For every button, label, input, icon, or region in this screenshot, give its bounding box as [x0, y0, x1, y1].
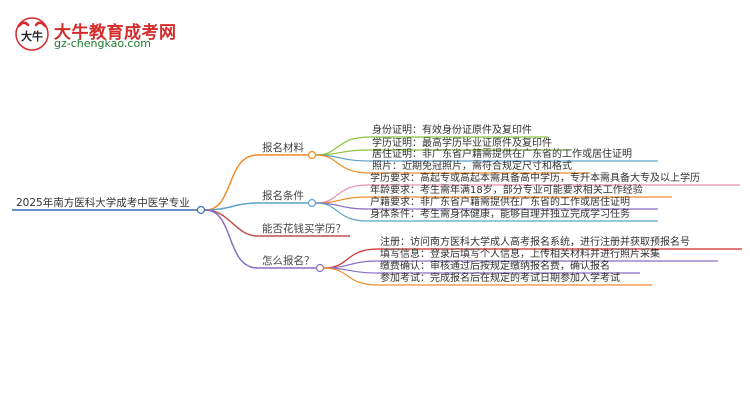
- category-materials: 报名材料: [262, 142, 304, 154]
- leaf-payment: 缴费确认：审核通过后按规定缴纳报名费，确认报名: [380, 261, 610, 272]
- bull-logo-icon: 大牛: [15, 17, 49, 51]
- link-cat-buy: [204, 209, 259, 237]
- brand-logo: 大牛 大牛教育成考网 gz-chengkao.com: [14, 14, 214, 54]
- leaf-photo: 照片：近期免冠照片，需符合规定尺寸和格式: [372, 161, 572, 172]
- category-how-to-apply: 怎么报名？: [262, 255, 315, 267]
- root-node-dot: [196, 205, 206, 215]
- link-cat-materials: [204, 154, 259, 211]
- brand-url: gz-chengkao.com: [54, 37, 151, 50]
- leaf-fill-info: 填写信息：登录后填写个人信息，上传相关材料并进行照片采集: [380, 249, 660, 260]
- leaf-residence-proof: 居住证明：非广东省户籍需提供在广东省的工作或居住证明: [372, 149, 632, 160]
- root-topic: 2025年南方医科大学成考中医学专业: [16, 197, 190, 209]
- link-cat-howto: [204, 209, 259, 269]
- svg-text:大牛: 大牛: [21, 29, 43, 43]
- leaf-health-requirement: 身体条件：考生需身体健康，能够自理并独立完成学习任务: [370, 209, 630, 220]
- category-conditions: 报名条件: [262, 190, 304, 202]
- leaf-education-proof: 学历证明：最高学历毕业证原件及复印件: [372, 138, 552, 149]
- link-cat-conditions: [204, 202, 259, 211]
- category-buy-degree: 能否花钱买学历？: [262, 223, 346, 235]
- leaf-household-requirement: 户籍要求：非广东省户籍需提供在广东省的工作或居住证明: [370, 197, 630, 208]
- leaf-education-requirement: 学历要求：高起专或高起本需具备高中学历，专升本需具备大专及以上学历: [370, 173, 700, 184]
- leaf-exam: 参加考试：完成报名后在规定的考试日期参加入学考试: [380, 273, 620, 284]
- leaf-id-proof: 身份证明：有效身份证原件及复印件: [372, 125, 532, 136]
- leaf-register: 注册：访问南方医科大学成人高考报名系统，进行注册并获取预报名号: [380, 237, 690, 248]
- brand-name: 大牛教育成考网: [54, 23, 177, 43]
- leaf-age-requirement: 年龄要求：考生需年满18岁，部分专业可能要求相关工作经验: [370, 185, 643, 196]
